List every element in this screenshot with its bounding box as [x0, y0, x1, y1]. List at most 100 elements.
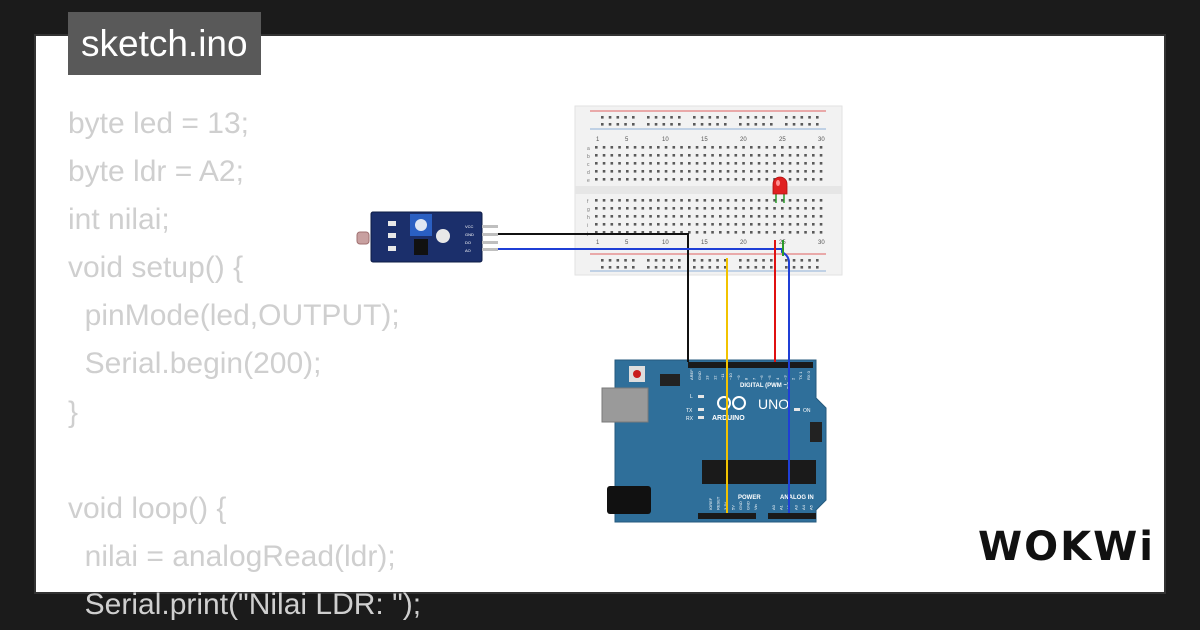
breadboard-hole [632, 116, 635, 119]
breadboard-hole [742, 154, 745, 157]
breadboard-hole [816, 116, 819, 119]
breadboard-hole [788, 178, 792, 181]
breadboard-hole [680, 223, 683, 226]
breadboard-hole [633, 178, 637, 181]
code-editor[interactable]: byte led = 13;byte ldr = A2;int nilai;vo… [68, 100, 421, 629]
code-line: } [68, 395, 79, 429]
arduino-logo: ARDUINO [712, 396, 746, 422]
breadboard-hole [595, 207, 598, 210]
breadboard-hole [602, 207, 606, 210]
breadboard-hole [726, 170, 730, 173]
breadboard-hole [754, 266, 758, 269]
ldr-sensor-module[interactable]: VCC GND DO AO [356, 211, 498, 263]
gnd-wire[interactable] [498, 233, 689, 362]
breadboard-hole [688, 199, 691, 202]
breadboard-hole [657, 178, 660, 181]
wires[interactable] [498, 233, 790, 513]
column-label: 25 [779, 137, 786, 143]
breadboard-hole [719, 154, 722, 157]
breadboard-hole [746, 259, 750, 262]
breadboard-hole [765, 178, 769, 181]
row-label: c [587, 162, 590, 168]
breadboard-hole [626, 154, 629, 157]
power-header-label: POWER [738, 495, 761, 501]
breadboard-hole [757, 215, 761, 218]
sensor-pin[interactable] [482, 225, 498, 228]
digital-header [688, 362, 813, 368]
row-label: b [587, 154, 590, 160]
breadboard-hole [819, 231, 823, 234]
column-label: 10 [662, 240, 669, 246]
breadboard-hole [734, 207, 738, 210]
power-led-label: ON [803, 408, 811, 414]
breadboard-hole [649, 178, 652, 181]
sensor-pin[interactable] [482, 233, 498, 236]
status-led-label: L [690, 394, 693, 400]
breadboard-hole [693, 123, 696, 126]
breadboard-hole [608, 123, 612, 126]
breadboard-hole [765, 223, 769, 226]
arduino-uno-board[interactable]: DIGITAL (PWM ~) ARDUINO UNO L TX RX ON P… [601, 359, 827, 523]
breadboard-hole [781, 170, 784, 173]
breadboard-hole [657, 207, 660, 210]
breadboard-hole [742, 207, 745, 210]
breadboard-hole [664, 223, 668, 226]
breadboard-hole [726, 154, 730, 157]
column-label: 5 [625, 137, 629, 143]
breadboard-hole [819, 170, 823, 173]
breadboard[interactable]: 1 5 10 15 20 25 30 1 5 10 15 20 25 30 a … [574, 105, 843, 276]
breadboard-hole [616, 259, 620, 262]
breadboard-hole [610, 199, 614, 202]
breadboard-hole [796, 207, 800, 210]
header-pin-label: 5V [731, 505, 736, 510]
breadboard-hole [624, 259, 627, 262]
breadboard-hole [595, 146, 598, 149]
breadboard-hole [812, 223, 815, 226]
breadboard-hole [693, 266, 696, 269]
breadboard-hole [602, 231, 606, 234]
status-led [698, 408, 704, 411]
breadboard-hole [703, 170, 707, 173]
breadboard-hole [757, 146, 761, 149]
breadboard-hole [664, 231, 668, 234]
red-led[interactable] [772, 176, 788, 203]
column-label: 10 [662, 137, 669, 143]
breadboard-hole [781, 146, 784, 149]
file-tab[interactable]: sketch.ino [68, 12, 261, 75]
breadboard-hole [618, 199, 621, 202]
header-pin-label: A0 [771, 504, 776, 510]
breadboard-hole [773, 162, 776, 165]
header-pin-label: A4 [801, 504, 806, 510]
breadboard-hole [664, 207, 668, 210]
breadboard-hole [734, 231, 738, 234]
breadboard-hole [670, 266, 673, 269]
breadboard-hole [618, 223, 621, 226]
breadboard-hole [688, 215, 691, 218]
breadboard-hole [765, 215, 769, 218]
sensor-pin[interactable] [482, 241, 498, 244]
breadboard-hole [649, 162, 652, 165]
breadboard-hole [678, 259, 681, 262]
breadboard-hole [734, 162, 738, 165]
breadboard-hole [610, 215, 614, 218]
breadboard-hole [808, 123, 811, 126]
breadboard-hole [695, 207, 699, 210]
breadboard-hole [602, 170, 606, 173]
sensor-pin-label: VCC [465, 224, 474, 229]
header-pin-label: GND [738, 501, 743, 510]
sensor-led [436, 229, 450, 243]
breadboard-hole [680, 154, 683, 157]
breadboard-hole [773, 231, 776, 234]
breadboard-hole [672, 207, 676, 210]
sensor-pin[interactable] [482, 248, 498, 251]
breadboard-hole [750, 162, 753, 165]
breadboard-hole [664, 170, 668, 173]
breadboard-hole [726, 207, 730, 210]
breadboard-hole [601, 259, 604, 262]
header-pin-label: ~9 [736, 375, 741, 380]
breadboard-hole [633, 207, 637, 210]
reset-button-cap [633, 370, 641, 378]
breadboard-hole [633, 146, 637, 149]
atmega-chip [702, 460, 816, 484]
